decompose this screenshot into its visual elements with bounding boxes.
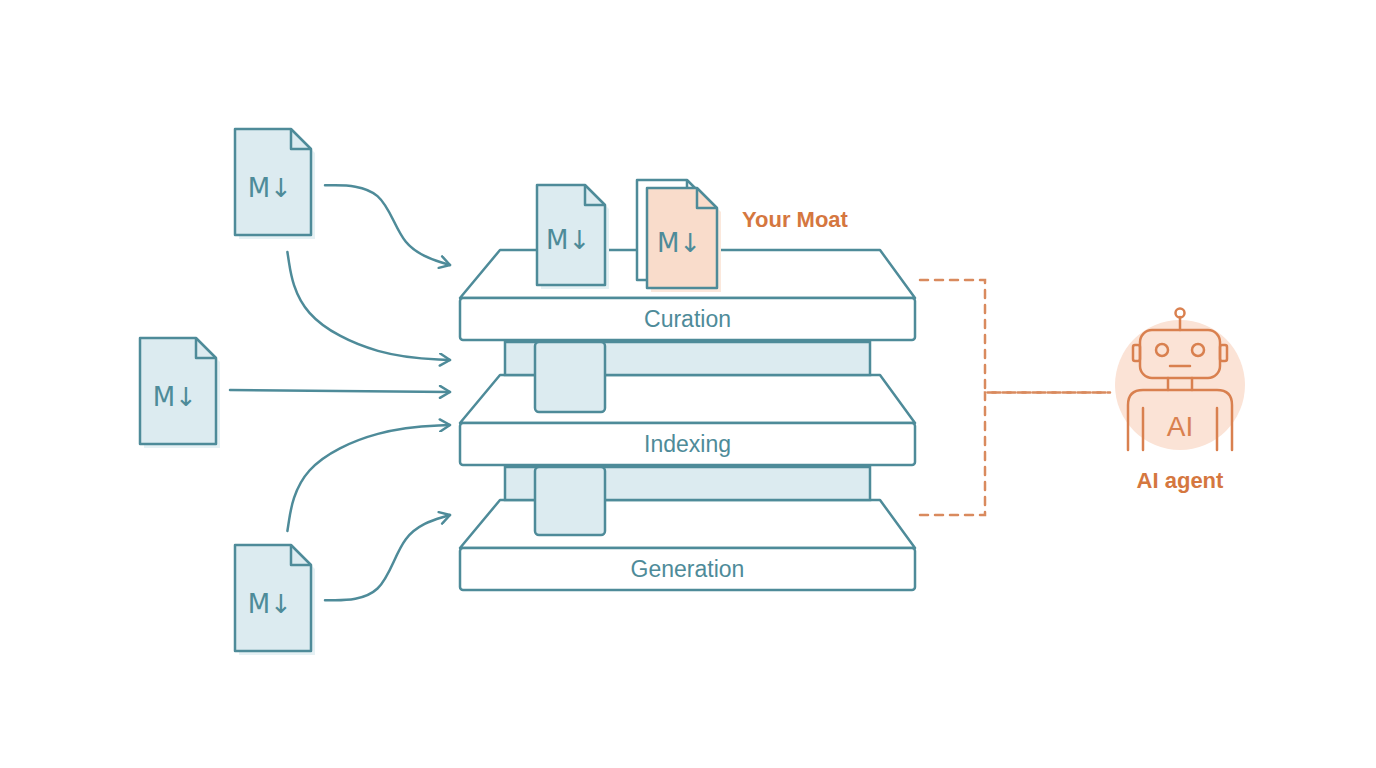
layer-slab: Indexing (450, 345, 920, 470)
slab-front-face (460, 548, 915, 590)
file-mark: M↓ (138, 382, 212, 412)
slab-front-face (460, 298, 915, 340)
markdown-file: M↓ (233, 127, 313, 237)
robot-eye (1192, 344, 1204, 356)
layer-pillar (535, 342, 605, 412)
robot-arm (1216, 408, 1219, 450)
file-fold (196, 338, 216, 358)
file-mark: M↓ (535, 225, 601, 255)
dashed-connector (920, 280, 1110, 392)
file-fold (291, 545, 311, 565)
flow-arrow (287, 425, 450, 531)
slab-top-face (460, 375, 915, 423)
file-mark: M↓ (233, 589, 307, 619)
flow-arrow (325, 185, 450, 265)
flow-arrow (230, 390, 450, 392)
markdown-file: M↓ (645, 186, 719, 290)
robot-antenna (1179, 317, 1182, 330)
layer-slab: Generation (450, 470, 920, 595)
file-mark: M↓ (645, 228, 713, 258)
agent-badge: AI (1110, 410, 1250, 444)
callout-label: Your Moat (742, 207, 848, 233)
markdown-file: M↓ (233, 543, 313, 653)
robot-antenna-ball (1176, 309, 1185, 318)
slab-top-face (460, 500, 915, 548)
layer-band (505, 467, 870, 500)
file-mark: M↓ (233, 173, 307, 203)
markdown-file: M↓ (535, 183, 607, 287)
layer-name: Generation (460, 548, 915, 590)
robot-arm (1142, 408, 1145, 450)
layer-name: Indexing (460, 423, 915, 465)
ai-agent-icon: AIAI agent (1110, 305, 1250, 495)
robot-ear (1220, 345, 1227, 361)
file-fold (585, 185, 605, 205)
robot-mouth (1170, 365, 1190, 368)
file-fold (697, 188, 717, 208)
agent-name: AI agent (1090, 467, 1270, 495)
file-fold (291, 129, 311, 149)
layer-band (505, 342, 870, 375)
robot-ear (1133, 345, 1140, 361)
flow-arrow (287, 252, 450, 360)
robot-outline (1110, 305, 1250, 495)
dashed-connector (920, 392, 1110, 515)
robot-neck (1167, 378, 1170, 390)
robot-head (1140, 330, 1220, 378)
slab-top-face (460, 250, 915, 298)
flow-arrow (325, 515, 450, 600)
markdown-file: M↓ (138, 336, 218, 446)
robot-eye (1156, 344, 1168, 356)
robot-neck (1191, 378, 1194, 390)
layer-name: Curation (460, 298, 915, 340)
slab-front-face (460, 423, 915, 465)
